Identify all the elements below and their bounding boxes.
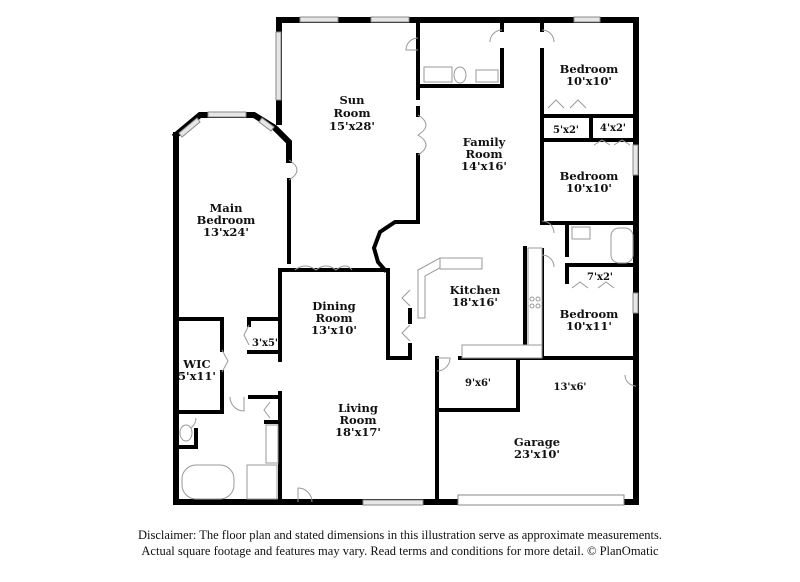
- svg-text:Room: Room: [333, 106, 370, 120]
- room-bedroom-1: Bedroom 10'x10': [560, 62, 619, 88]
- room-living-room: Living Room 18'x17': [335, 401, 381, 439]
- bathtub-icon: [423, 66, 453, 83]
- room-main-bedroom: Main Bedroom 13'x24': [197, 201, 256, 239]
- svg-text:Room: Room: [339, 413, 376, 427]
- double-vanity-icon: [265, 424, 279, 464]
- svg-text:Sun: Sun: [339, 93, 365, 107]
- kitchen-counter-top: [439, 257, 483, 270]
- toilet-icon-2: [179, 424, 193, 442]
- disclaimer: Disclaimer: The floor plan and stated di…: [0, 527, 800, 559]
- svg-text:13'x10': 13'x10': [311, 323, 357, 337]
- svg-text:Bedroom: Bedroom: [560, 307, 619, 321]
- svg-text:13'x24': 13'x24': [203, 225, 249, 239]
- sink-icon: [475, 69, 499, 83]
- room-closet-5x2: 5'x2': [553, 125, 579, 136]
- interior-walls: [174, 18, 638, 504]
- svg-text:5'x11': 5'x11': [178, 369, 216, 383]
- room-wic: WIC 5'x11': [178, 357, 216, 383]
- doors: [183, 29, 637, 503]
- room-sun-room: Sun Room 15'x28': [329, 93, 375, 133]
- room-labels: Sun Room 15'x28' Main Bedroom 13'x24' Fa…: [178, 62, 626, 461]
- svg-text:14'x16': 14'x16': [461, 159, 507, 173]
- room-storage-9x6: 9'x6': [465, 378, 491, 389]
- svg-text:10'x11': 10'x11': [566, 319, 612, 333]
- disclaimer-line-2: Actual square footage and features may v…: [141, 544, 659, 558]
- svg-text:Garage: Garage: [514, 435, 560, 449]
- svg-text:Kitchen: Kitchen: [450, 283, 501, 297]
- svg-text:Bedroom: Bedroom: [560, 62, 619, 76]
- room-dining-room: Dining Room 13'x10': [311, 299, 357, 337]
- room-storage-13x6: 13'x6': [554, 382, 587, 393]
- disclaimer-line-1: Disclaimer: The floor plan and stated di…: [138, 528, 662, 542]
- room-closet-7x2: 7'x2': [587, 272, 613, 283]
- svg-text:18'x16': 18'x16': [452, 295, 498, 309]
- room-bedroom-3: Bedroom 10'x11': [560, 307, 619, 333]
- svg-text:10'x10': 10'x10': [566, 181, 612, 195]
- sink-icon-2: [571, 226, 591, 240]
- room-closet-3x5: 3'x5': [252, 338, 278, 349]
- svg-text:23'x10': 23'x10': [514, 447, 560, 461]
- room-kitchen: Kitchen 18'x16': [450, 283, 501, 309]
- svg-text:Main: Main: [210, 201, 244, 215]
- svg-text:18'x17': 18'x17': [335, 425, 381, 439]
- room-garage: Garage 23'x10': [514, 435, 560, 461]
- room-bedroom-2: Bedroom 10'x10': [560, 169, 619, 195]
- fixtures: [179, 66, 634, 500]
- kitchen-counter-bottom: [461, 344, 543, 359]
- svg-text:Bedroom: Bedroom: [197, 213, 256, 227]
- room-family-room: Family Room 14'x16': [461, 135, 507, 173]
- kitchen-counter-right: [527, 247, 543, 347]
- bathtub-icon-2: [610, 227, 634, 264]
- bathtub-icon-3: [181, 464, 235, 500]
- toilet-icon: [453, 66, 467, 84]
- shower-icon: [246, 464, 278, 500]
- svg-text:Room: Room: [315, 311, 352, 325]
- svg-text:10'x10': 10'x10': [566, 74, 612, 88]
- exterior-walls: [171, 17, 639, 505]
- svg-text:WIC: WIC: [182, 357, 210, 371]
- svg-text:Dining: Dining: [312, 299, 355, 313]
- svg-text:Family: Family: [463, 135, 506, 149]
- svg-text:15'x28': 15'x28': [329, 119, 375, 133]
- windows: [178, 16, 639, 506]
- svg-text:Bedroom: Bedroom: [560, 169, 619, 183]
- svg-text:Room: Room: [465, 147, 502, 161]
- room-closet-4x2: 4'x2': [600, 123, 626, 134]
- svg-text:Living: Living: [338, 401, 378, 415]
